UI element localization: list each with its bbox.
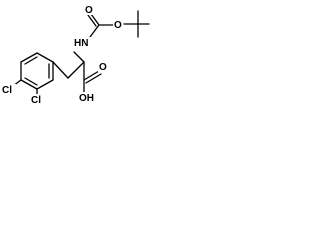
bond: [52, 61, 69, 79]
bond: [20, 52, 38, 63]
dichlorophenyl-ring: [12, 52, 54, 95]
atom-label-amine-nh: HN: [74, 38, 88, 49]
bond: [36, 79, 54, 90]
chemical-structure-diagram: O O HN O OH Cl Cl: [2, 4, 150, 106]
label-background: [79, 92, 99, 104]
label-background: [74, 37, 92, 50]
bond: [67, 61, 85, 79]
label-background: [98, 61, 108, 72]
amino-acid-backbone: [52, 51, 102, 93]
bond: [89, 24, 100, 38]
atom-label-ester-oxygen: O: [114, 20, 122, 31]
tert-butyl-group: [123, 10, 150, 38]
atom-label-hydroxyl: OH: [79, 93, 94, 104]
bond: [36, 52, 54, 63]
bond: [20, 79, 38, 90]
label-background: [30, 94, 44, 106]
atom-labels: O O HN O OH Cl Cl: [2, 4, 123, 106]
atom-label-acid-carbonyl-oxygen: O: [99, 62, 107, 73]
bond: [73, 51, 85, 63]
bond: [90, 13, 100, 26]
atom-label-carbonyl-oxygen: O: [85, 5, 93, 16]
atom-label-chlorine-2: Cl: [31, 95, 41, 106]
bond: [85, 73, 102, 84]
label-background: [84, 4, 93, 15]
bond: [87, 14, 97, 27]
bond: [83, 70, 100, 81]
label-background: [113, 19, 123, 30]
label-background: [2, 84, 16, 96]
bond: [24, 56, 38, 65]
bond: [24, 77, 38, 86]
boc-carbamate: [87, 13, 114, 38]
atom-label-chlorine-3: Cl: [2, 85, 12, 96]
